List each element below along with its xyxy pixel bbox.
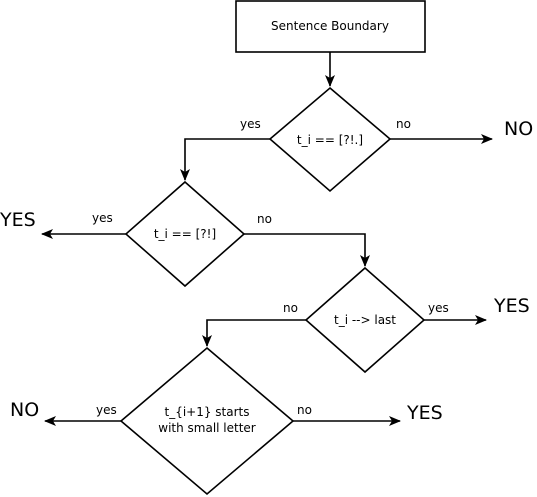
start-box <box>235 0 426 53</box>
terminal-d4-no: YES <box>406 402 443 424</box>
terminal-d4-yes: NO <box>10 399 39 421</box>
start-label: Sentence Boundary <box>271 19 389 33</box>
decision-3 <box>304 266 426 374</box>
edge-d1-no-label: no <box>396 117 411 131</box>
decision-3-label: t_i --> last <box>334 313 396 327</box>
decision-4-label-line1: t_{i+1} starts <box>164 405 249 419</box>
decision-2-label: t_i == [?!] <box>154 227 216 241</box>
edge-d3-no-label: no <box>283 301 298 315</box>
terminal-d3-yes: YES <box>493 295 530 317</box>
decision-4 <box>119 346 295 496</box>
edge-d3-no <box>202 319 306 347</box>
edge-d3-yes-label: yes <box>428 301 449 315</box>
edge-d2-no-label: no <box>257 212 272 226</box>
decision-2 <box>124 180 246 288</box>
edge-d1-yes-label: yes <box>240 117 261 131</box>
edge-d4-no-label: no <box>297 403 312 417</box>
terminal-d1-no: NO <box>504 118 533 140</box>
edge-d1-yes <box>180 138 270 181</box>
edge-d4-yes-label: yes <box>96 403 117 417</box>
decision-1-label: t_i == [?!.] <box>297 133 363 147</box>
decision-4-label-line2: with small letter <box>158 421 256 435</box>
terminal-d2-yes: YES <box>0 209 36 231</box>
decision-1 <box>268 86 392 193</box>
edge-d2-yes-label: yes <box>92 211 113 225</box>
edge-d2-no <box>244 233 370 267</box>
